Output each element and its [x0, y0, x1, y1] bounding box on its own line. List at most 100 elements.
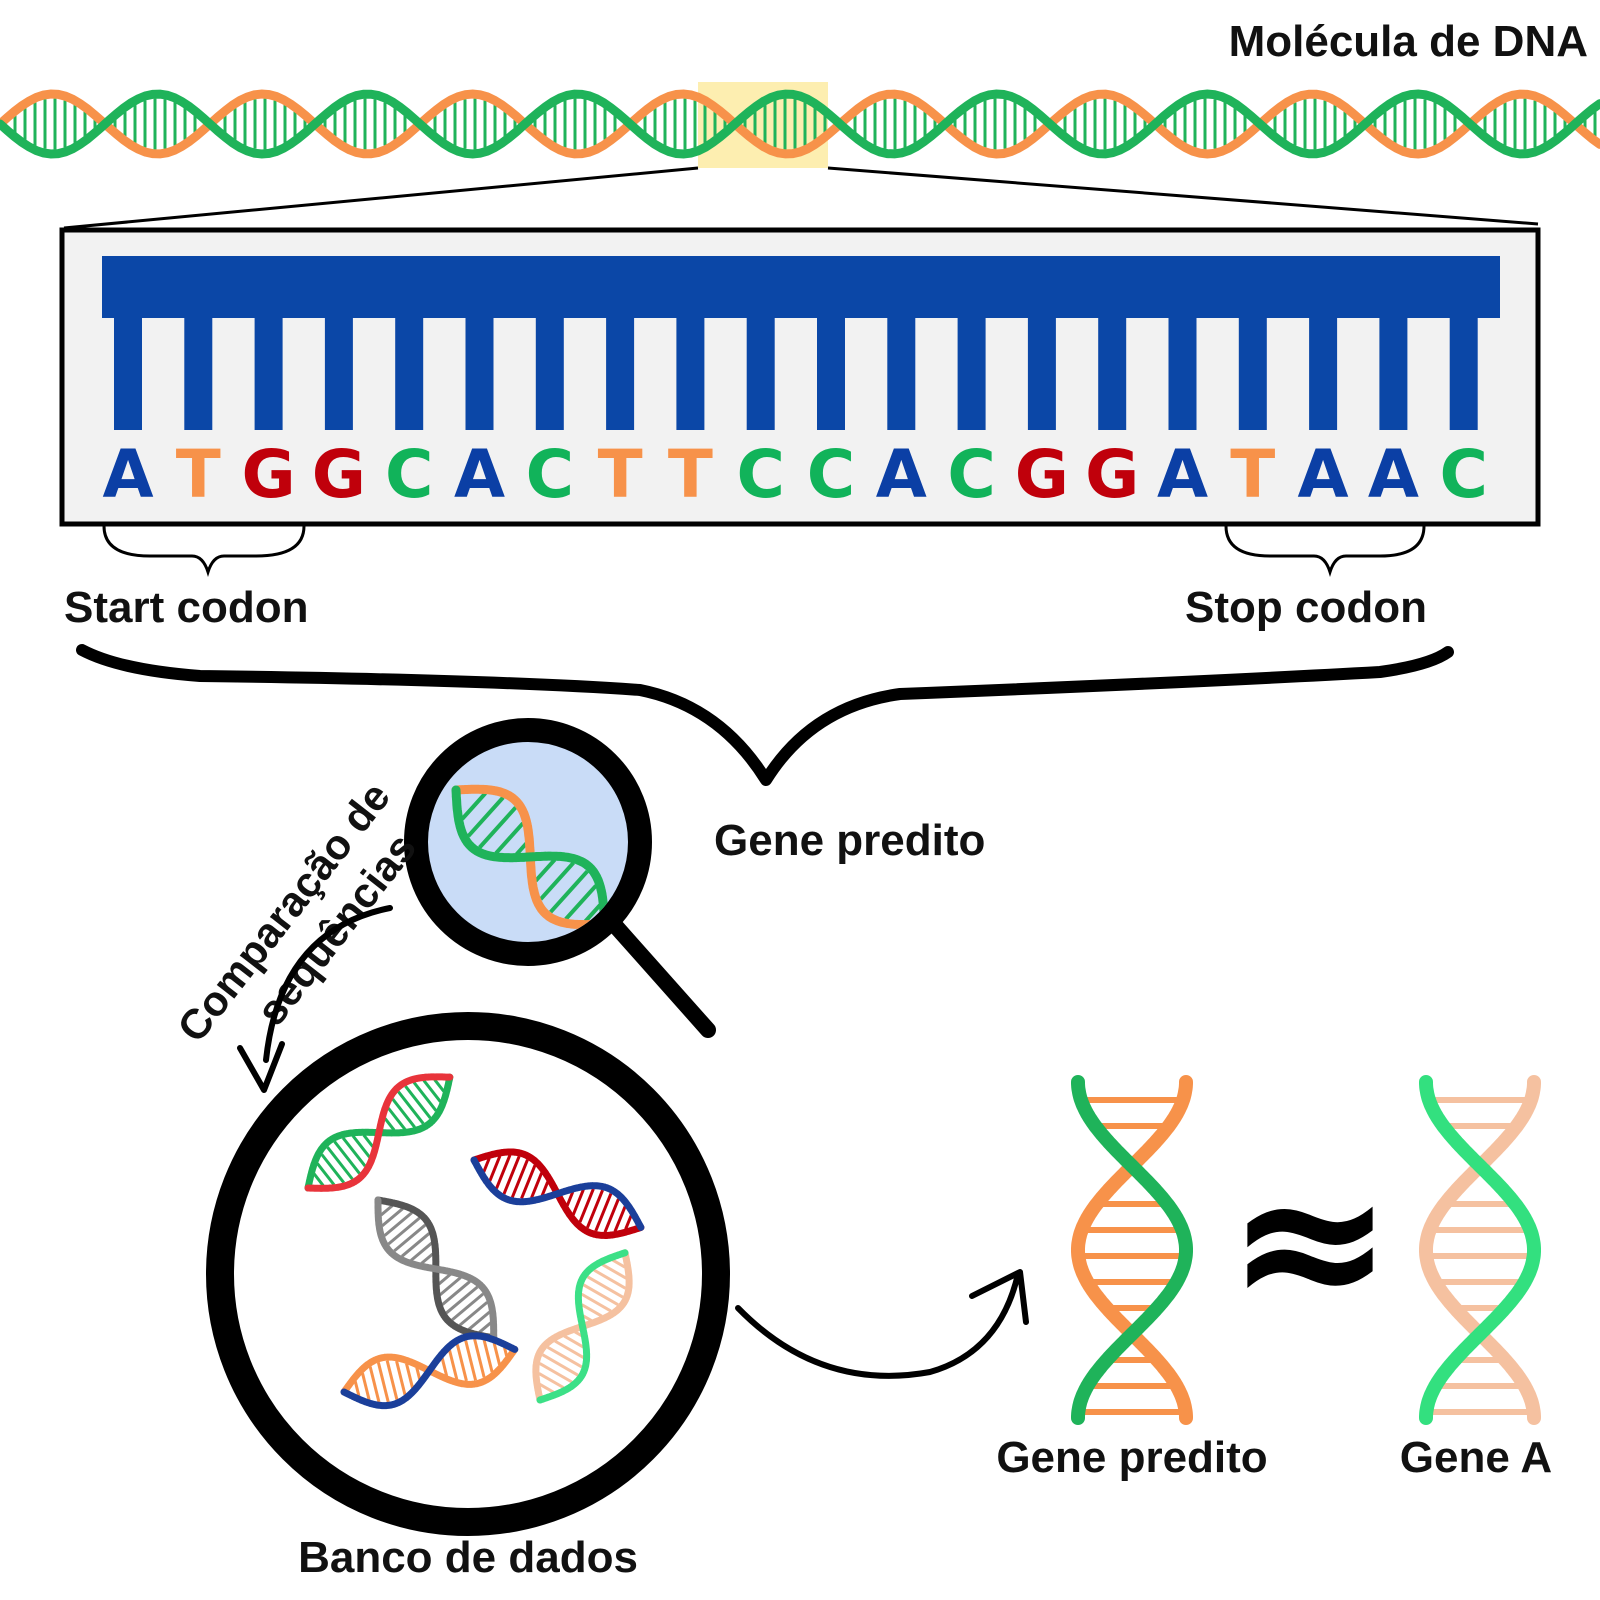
helix-rung: [538, 1362, 573, 1384]
helix-rung: [415, 1367, 422, 1380]
gene-predicted-helix-icon: [1071, 1075, 1193, 1425]
base-c: C: [1439, 436, 1487, 513]
helix-rung: [455, 1343, 468, 1382]
helix-rung: [376, 1362, 390, 1403]
base-g: G: [242, 436, 296, 513]
helix-rung: [593, 1268, 627, 1290]
helix-rung: [351, 1134, 371, 1158]
helix-strand-back: [0, 89, 1600, 159]
gene-brace: [76, 644, 1454, 786]
helix-rung: [538, 1372, 565, 1389]
helix-rung: [502, 1155, 521, 1195]
helix-rung: [405, 1363, 414, 1389]
database-label: Banco de dados: [298, 1533, 638, 1582]
helix-strand-front: [374, 1196, 498, 1342]
helix-rung: [540, 1181, 550, 1197]
helix-rung: [437, 1273, 452, 1286]
gene-strand-back: [1071, 1075, 1193, 1425]
helix-rung: [466, 796, 505, 838]
base-g: G: [1015, 436, 1069, 513]
helix-rung: [362, 1134, 375, 1148]
helix-rung: [422, 1079, 442, 1103]
base-a: A: [876, 436, 927, 513]
helix-rung: [441, 1280, 471, 1306]
helix-rung: [467, 1310, 491, 1331]
database-dna-helix-icon: [340, 1332, 519, 1410]
dna-molecule-title: Molécula de DNA: [1229, 17, 1588, 66]
helix-strand-front: [451, 785, 610, 929]
base-t: T: [1230, 436, 1275, 513]
comb-tooth: [606, 316, 635, 430]
comb-tooth: [1238, 316, 1267, 430]
database-dna-helix-icon: [304, 1073, 454, 1192]
lens-dna-helix-icon: [451, 784, 610, 930]
helix-rung: [380, 1204, 394, 1217]
helix-rung: [333, 1140, 361, 1175]
helix-rung: [420, 1252, 434, 1265]
comb-tooth: [535, 316, 564, 430]
helix-rung: [583, 903, 602, 923]
helix-rung: [368, 1366, 381, 1403]
approx-symbol: ≈: [1226, 1125, 1394, 1358]
helix-strand-front: [340, 1332, 519, 1410]
base-a: A: [1368, 436, 1419, 513]
helix-rung: [482, 1157, 491, 1173]
base-a: A: [1298, 436, 1349, 513]
comb-tooth: [254, 316, 283, 430]
helix-rung: [316, 1162, 336, 1186]
base-g: G: [312, 436, 366, 513]
helix-rung: [510, 1159, 529, 1198]
helix-rung: [326, 1146, 354, 1180]
comb-tooth: [395, 316, 424, 430]
helix-rung: [473, 1338, 486, 1378]
helix-rung: [381, 1207, 404, 1228]
helix-rung: [383, 1117, 396, 1132]
comb-tooth: [1098, 316, 1127, 430]
helix-rung: [391, 1098, 416, 1129]
base-c: C: [947, 436, 995, 513]
start-codon-label: Start codon: [64, 583, 308, 632]
lens-helix: [451, 784, 610, 930]
comb-tooth: [676, 316, 705, 430]
comb-tooth: [887, 316, 916, 430]
helix-rung: [320, 1153, 346, 1184]
helix-rung: [387, 1107, 407, 1131]
comb-tooth: [1027, 316, 1056, 430]
helix-rung: [440, 1357, 449, 1377]
base-c: C: [807, 436, 855, 513]
stop-codon-label: Stop codon: [1185, 583, 1427, 632]
comb-tooth: [465, 316, 494, 430]
database-dna-collection: [304, 1073, 645, 1410]
dna-top-helix: [0, 89, 1600, 159]
helix-rung: [563, 1334, 584, 1349]
base-a: A: [102, 436, 153, 513]
helix-rung: [464, 1340, 478, 1381]
database-dna-helix-icon: [532, 1249, 633, 1404]
helix-rung: [564, 884, 598, 921]
zoom-line-left: [63, 166, 699, 230]
comb-tooth: [114, 316, 142, 430]
helix-rung: [404, 1085, 432, 1119]
base-t: T: [598, 436, 643, 513]
helix-rung: [445, 1285, 479, 1315]
helix-rung: [387, 1216, 421, 1246]
helix-rung: [578, 1188, 595, 1223]
helix-rung: [554, 1339, 585, 1359]
gene-predicted-bottom-label: Gene predito: [996, 1433, 1267, 1482]
base-t: T: [176, 436, 221, 513]
helix-rung: [503, 1347, 509, 1357]
helix-rung: [312, 1172, 325, 1187]
helix-rung: [488, 1155, 502, 1182]
helix-rung: [613, 1205, 627, 1233]
sequence-backbone: [102, 256, 1500, 318]
gene-a-label: Gene A: [1400, 1433, 1552, 1482]
helix-rung: [492, 1342, 501, 1366]
helix-rung: [412, 1081, 438, 1112]
base-t: T: [668, 436, 713, 513]
helix-rung: [460, 791, 487, 821]
helix-rung: [580, 1303, 603, 1318]
helix-rung: [383, 1211, 413, 1237]
helix-rung: [530, 1172, 544, 1199]
